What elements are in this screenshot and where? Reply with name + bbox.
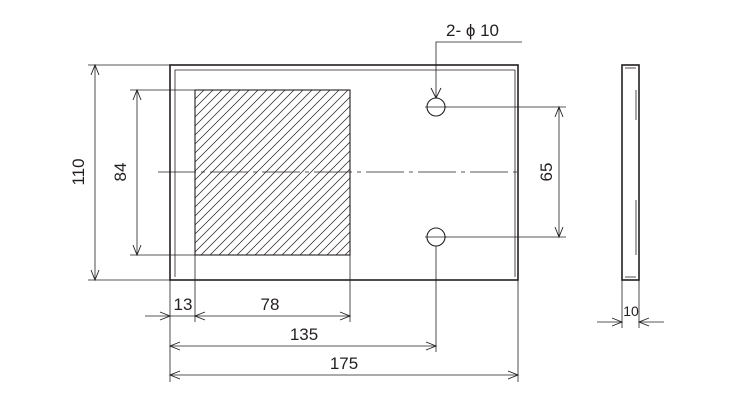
dim-hatch-width-label: 78 — [261, 295, 280, 314]
hatch-line — [209, 114, 350, 255]
dim-thickness-label: 10 — [623, 303, 639, 319]
dim-height-hatch — [130, 88, 195, 257]
hatch-line — [354, 90, 519, 255]
hatch-line — [218, 123, 350, 255]
dim-thickness — [597, 280, 664, 328]
hatch-line — [195, 90, 268, 163]
hatch-line — [299, 204, 350, 255]
hatch-line — [200, 105, 350, 255]
hatch-line — [507, 90, 672, 255]
hatch-line — [195, 90, 277, 172]
hatch-line — [195, 90, 286, 181]
extension-lines-bottom — [169, 90, 519, 382]
hatch-line — [195, 90, 295, 190]
dim-hatch-width — [193, 311, 352, 321]
hatch-line — [263, 168, 350, 255]
hatch-line — [195, 90, 322, 217]
hatch-line — [381, 90, 546, 255]
hatched-area — [194, 89, 672, 256]
hatch-line — [426, 90, 591, 255]
hatch-line — [272, 177, 350, 255]
dim-width-overall-label: 175 — [330, 354, 358, 373]
hatch-line — [363, 90, 528, 255]
hatch-line — [372, 90, 537, 255]
dim-height-overall — [88, 63, 170, 282]
hatch-line — [453, 90, 618, 255]
hatch-line — [195, 90, 250, 145]
hatch-line — [195, 90, 259, 154]
hatch-line — [326, 231, 350, 255]
hatch-line — [317, 222, 350, 255]
hatch-line — [308, 213, 350, 255]
hatch-line — [335, 240, 350, 255]
dim-width-overall — [168, 370, 520, 380]
hatch-line — [290, 195, 350, 255]
dim-offset-left-label: 13 — [174, 295, 193, 314]
hatch-line — [489, 90, 654, 255]
hatch-line — [390, 90, 555, 255]
hatch-line — [195, 90, 232, 127]
hatch-line — [195, 90, 331, 226]
hatch-line — [195, 90, 349, 244]
plate-outline — [169, 64, 519, 281]
hatch-line — [195, 90, 241, 136]
dim-offset-left — [145, 311, 195, 321]
hatch-line — [281, 186, 350, 255]
hole-callout-leader — [430, 41, 522, 100]
dim-hole-position — [168, 341, 438, 351]
hatch-line — [444, 90, 609, 255]
hole-bottom — [425, 227, 447, 247]
dim-hole-spacing — [445, 105, 566, 239]
hole-callout-label: 2- ϕ 10 — [446, 21, 499, 40]
hatch-line — [245, 150, 350, 255]
side-view — [621, 64, 640, 281]
hatch-line — [195, 90, 340, 235]
hatch-line — [195, 96, 350, 253]
dim-hole-position-label: 135 — [290, 325, 318, 344]
hatch-line — [236, 141, 350, 255]
dim-height-hatch-label: 84 — [111, 163, 130, 182]
dim-hole-spacing-label: 65 — [537, 163, 556, 182]
hole-top — [425, 97, 447, 117]
hatch-line — [254, 159, 350, 255]
hatch-line — [227, 132, 350, 255]
dim-height-overall-label: 110 — [69, 158, 88, 185]
hatch-line — [195, 90, 313, 208]
hatch-line — [195, 90, 304, 199]
hatch-line — [344, 249, 350, 255]
